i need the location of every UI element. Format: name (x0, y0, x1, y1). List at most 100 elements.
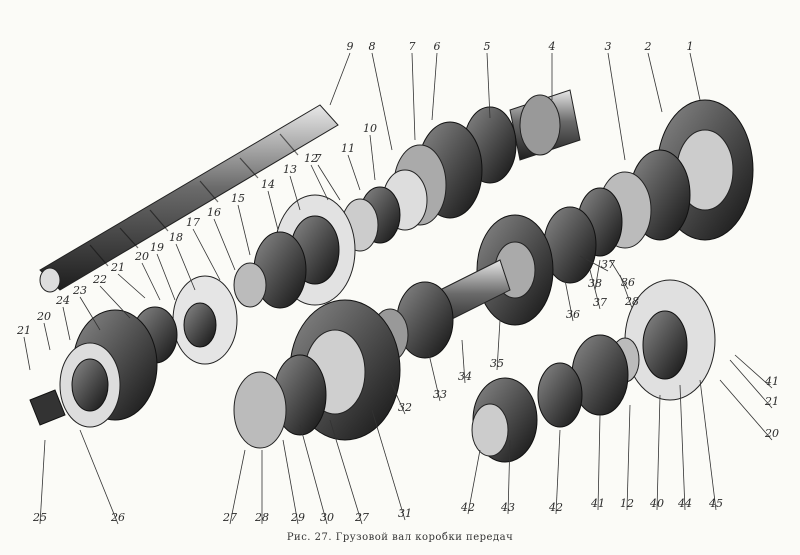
leader-line (431, 52, 438, 121)
part-callout: 17 (186, 216, 200, 229)
part-callout: 42 (548, 501, 563, 514)
part-callout: 16 (207, 206, 221, 219)
part-callout: 36 (566, 308, 580, 321)
left-housing (29, 309, 158, 428)
leader-line (62, 306, 71, 341)
part-callout: 30 (320, 511, 334, 524)
leader-line (427, 349, 441, 402)
leader-line (555, 429, 561, 515)
part-callout: 1 (687, 40, 694, 53)
part-callout: 28 (254, 511, 269, 524)
leader-line (141, 262, 161, 301)
part-callout: 40 (649, 497, 664, 510)
part-callout: 2 (644, 40, 652, 53)
leader-line (99, 285, 131, 319)
leader-line (371, 409, 406, 521)
part-callout: 7 (315, 152, 322, 165)
upper-gear-cluster (341, 89, 754, 257)
part-callout: 26 (110, 511, 125, 524)
part-callout: 12 (304, 152, 318, 165)
part-callout: 38 (588, 277, 602, 290)
countershaft (371, 206, 597, 362)
part-callout: 23 (72, 284, 87, 297)
leader-line (656, 394, 661, 511)
leader-line (39, 439, 46, 525)
part-callout: 10 (363, 122, 377, 135)
leader-line (496, 319, 501, 371)
part-callout: 11 (341, 142, 355, 155)
main-shaft (39, 104, 339, 293)
part-callout: 28 (624, 295, 639, 308)
leader-line (411, 52, 416, 141)
leader-line (79, 296, 101, 331)
leader-line (371, 52, 393, 151)
part-callout: 35 (490, 357, 504, 370)
part-callout: 36 (621, 276, 635, 289)
part-callout: 37 (601, 258, 615, 271)
leader-line (267, 190, 279, 231)
leader-line (237, 204, 251, 256)
leader-line (507, 439, 511, 515)
leader-line (79, 429, 119, 525)
leader-line (156, 253, 176, 301)
leader-line (467, 449, 481, 515)
part-callout: 20 (134, 250, 149, 263)
part-callout: 12 (620, 497, 634, 510)
leader-line (229, 449, 246, 525)
leader-line (317, 164, 341, 201)
leader-line (347, 154, 361, 191)
part-callout: 22 (92, 273, 107, 286)
leader-line (23, 336, 31, 371)
leader-line (486, 52, 491, 119)
leader-line (689, 52, 701, 101)
leader-line (369, 134, 376, 181)
part-callout: 33 (433, 388, 447, 401)
leader-line (461, 339, 466, 384)
part-callout: 14 (261, 178, 275, 191)
leader-line (594, 259, 601, 291)
part-callout: 37 (593, 296, 607, 309)
part-callout: 27 (354, 511, 369, 524)
leader-line (579, 255, 609, 272)
part-callout: 6 (434, 40, 441, 53)
leader-line (299, 424, 328, 525)
leader-line (619, 274, 633, 309)
lower-right-assembly (471, 279, 716, 463)
part-callout: 32 (398, 401, 412, 414)
leader-line (699, 379, 717, 511)
leader-line (329, 419, 363, 525)
leader-line (734, 354, 773, 389)
part-callout: 9 (347, 40, 354, 53)
leader-line (289, 175, 301, 211)
part-callout: 8 (369, 40, 376, 53)
leader-line (282, 439, 299, 525)
part-callout: 45 (708, 497, 723, 510)
part-callout: 20 (764, 427, 779, 440)
leader-line (609, 259, 629, 290)
leader-line (329, 52, 351, 106)
part-callout: 3 (605, 40, 612, 53)
middle-flange-assembly (132, 194, 356, 365)
part-callout: 4 (548, 40, 556, 53)
leader-line (43, 322, 51, 351)
part-callout: 21 (110, 261, 125, 274)
leader-line (213, 218, 236, 271)
part-callout: 20 (36, 310, 51, 323)
part-callout: 31 (398, 507, 412, 520)
part-callout: 41 (764, 375, 779, 388)
leader-line (597, 414, 601, 511)
leader-line (310, 164, 329, 201)
leader-line (389, 379, 406, 415)
part-callout: 44 (677, 497, 692, 510)
part-callout: 27 (222, 511, 237, 524)
part-callout: 21 (16, 324, 31, 337)
part-callout: 24 (55, 294, 70, 307)
leader-line (564, 279, 574, 322)
leader-line (192, 228, 221, 281)
part-callout: 34 (458, 370, 472, 383)
part-callout: 13 (283, 163, 297, 176)
leader-line (626, 404, 631, 511)
part-callout: 15 (231, 192, 245, 205)
leader-line (729, 359, 773, 409)
